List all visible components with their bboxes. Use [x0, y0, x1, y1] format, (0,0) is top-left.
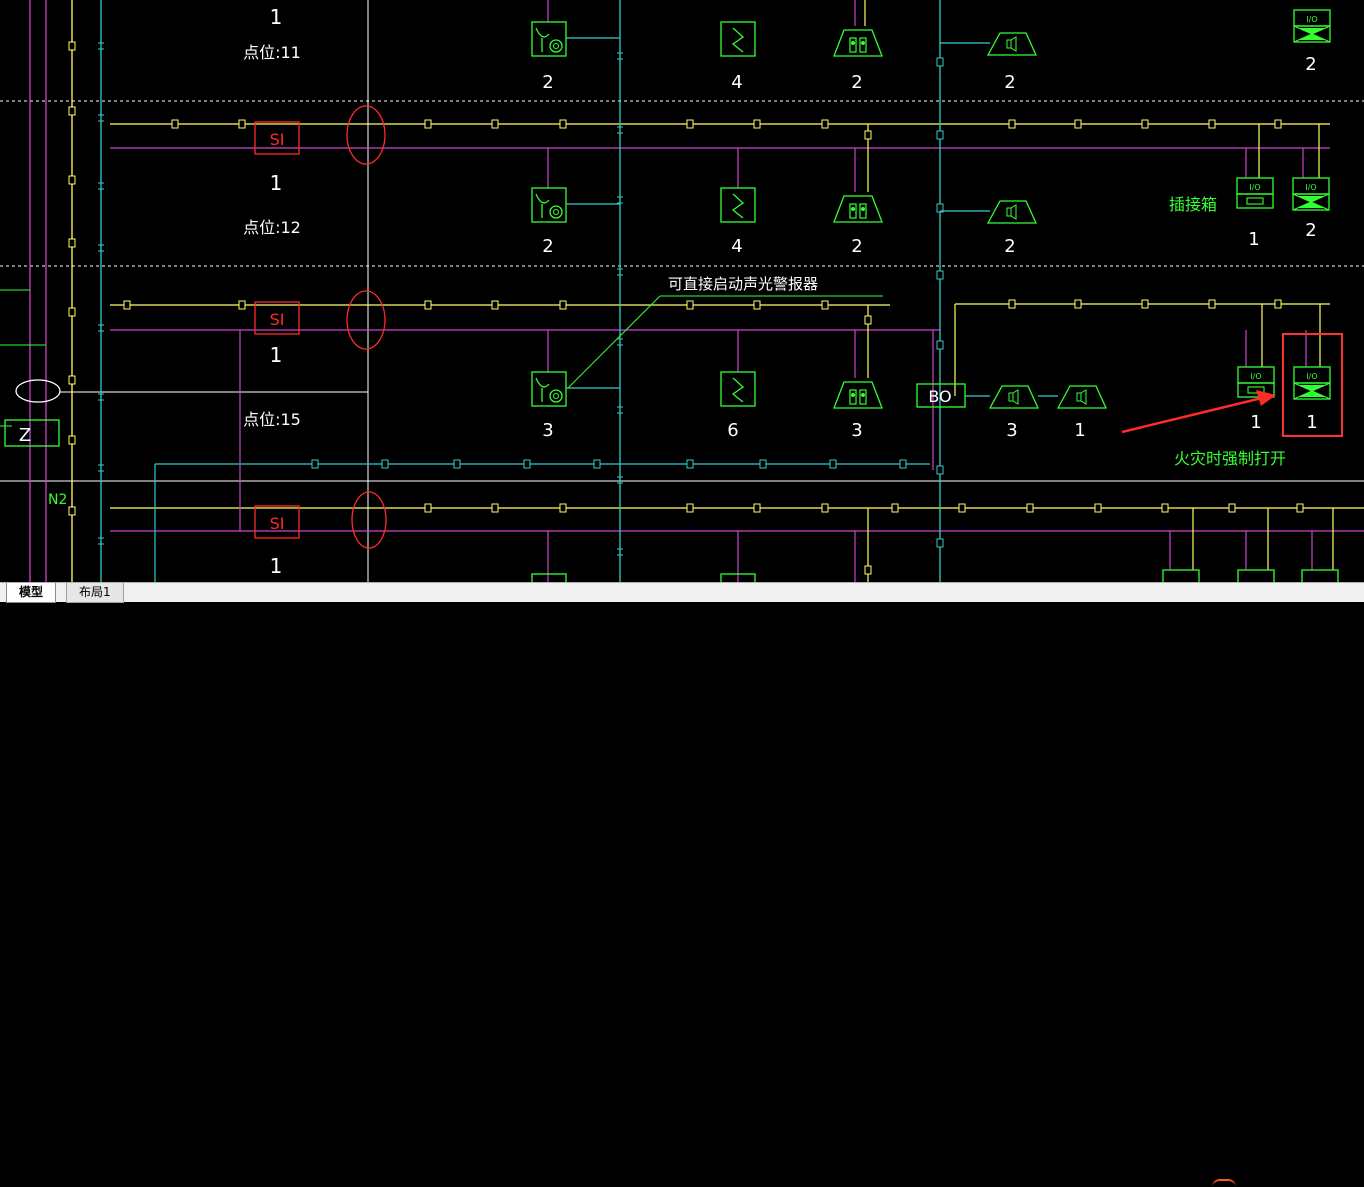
red-highlight-ellipses: [346, 105, 387, 549]
row3-phone-count: 3: [851, 420, 862, 441]
bo-box-label: BO: [928, 387, 951, 406]
horizontal-buses: [110, 0, 1364, 582]
speaker-icon: [989, 385, 1039, 409]
status-indicator-icon: [1212, 1179, 1236, 1187]
row3-devices: 3 可直接启动声光警报器 6 3 BO 3 1 1 1: [531, 275, 1343, 468]
row2-alarm-count: 2: [542, 236, 553, 257]
row3-alarm-count: 3: [542, 420, 553, 441]
socket-box-label: 插接箱: [1169, 195, 1217, 214]
row1-phone-count: 2: [851, 72, 862, 93]
row1-damper-count: 2: [1305, 54, 1316, 75]
row1-sub-count: 1: [270, 5, 283, 29]
alarm-bell-icon: [531, 187, 567, 223]
tab-model[interactable]: 模型: [6, 583, 57, 603]
row3-speaker2-count: 1: [1074, 420, 1085, 441]
si-module-row3[interactable]: SI: [254, 301, 300, 335]
alarm-bell-icon: [531, 21, 567, 57]
alarm-annotation: 可直接启动声光警报器: [668, 275, 818, 293]
layout-tab-bar: 模型 布局1: [0, 582, 1364, 1181]
phone-icon: [833, 381, 883, 409]
switch-icon: [720, 187, 756, 223]
point12-label: 点位:12: [243, 218, 301, 237]
row3-speaker1-count: 3: [1006, 420, 1017, 441]
si-module-row2[interactable]: SI: [254, 121, 300, 155]
n2-label: N2: [48, 492, 67, 508]
socket-icon: [1237, 366, 1275, 398]
damper-icon: [1293, 9, 1331, 43]
row3-socket-count: 1: [1250, 412, 1261, 433]
row2-socket-count: 1: [1248, 229, 1259, 250]
row2-switch-count: 4: [731, 236, 742, 257]
point15-label: 点位:15: [243, 410, 301, 429]
damper-icon: [1293, 366, 1331, 400]
point11-label: 点位:11: [243, 43, 301, 62]
svg-text:SI: SI: [270, 130, 285, 149]
left-vertical-buses: [0, 0, 105, 582]
phone-icon: [833, 29, 883, 57]
speaker-icon: [1057, 385, 1107, 409]
row3-damper-count: 1: [1306, 412, 1317, 433]
tab-layout1[interactable]: 布局1: [66, 583, 124, 603]
svg-text:SI: SI: [270, 514, 285, 533]
alarm-bell-icon: [531, 371, 567, 407]
row4-devices: [531, 508, 1339, 582]
row2-devices: 2 4 2 2 1 2 插接箱: [531, 124, 1330, 257]
row3-sub-count: 1: [270, 343, 283, 367]
phone-icon: [833, 195, 883, 223]
row4-sub-count: 1: [270, 554, 283, 578]
row1-devices: 2 4 2 2 2: [531, 0, 1331, 93]
row2-phone-count: 2: [851, 236, 862, 257]
socket-icon: [1236, 177, 1274, 209]
arrow-icon: [1121, 390, 1276, 434]
damper-icon: [1292, 177, 1330, 211]
si-module-row4[interactable]: SI: [254, 505, 300, 539]
speaker-icon: [987, 200, 1037, 224]
svg-text:SI: SI: [270, 310, 285, 329]
row2-sub-count: 1: [270, 171, 283, 195]
row2-damper-count: 2: [1305, 220, 1316, 241]
fire-open-label: 火灾时强制打开: [1174, 449, 1286, 468]
row1-switch-count: 4: [731, 72, 742, 93]
switch-icon: [720, 21, 756, 57]
row2-speaker-count: 2: [1004, 236, 1015, 257]
speaker-icon: [987, 32, 1037, 56]
row3-switch-count: 6: [727, 420, 738, 441]
damper-highlight-box: [1282, 333, 1343, 437]
row1-alarm-count: 2: [542, 72, 553, 93]
switch-icon: [720, 371, 756, 407]
z-box[interactable]: Z: [4, 419, 60, 447]
bo-box[interactable]: BO: [916, 383, 966, 408]
row1-speaker-count: 2: [1004, 72, 1015, 93]
z-box-label: Z: [19, 425, 31, 446]
cad-drawing-canvas[interactable]: I/O I/O: [0, 0, 1364, 582]
